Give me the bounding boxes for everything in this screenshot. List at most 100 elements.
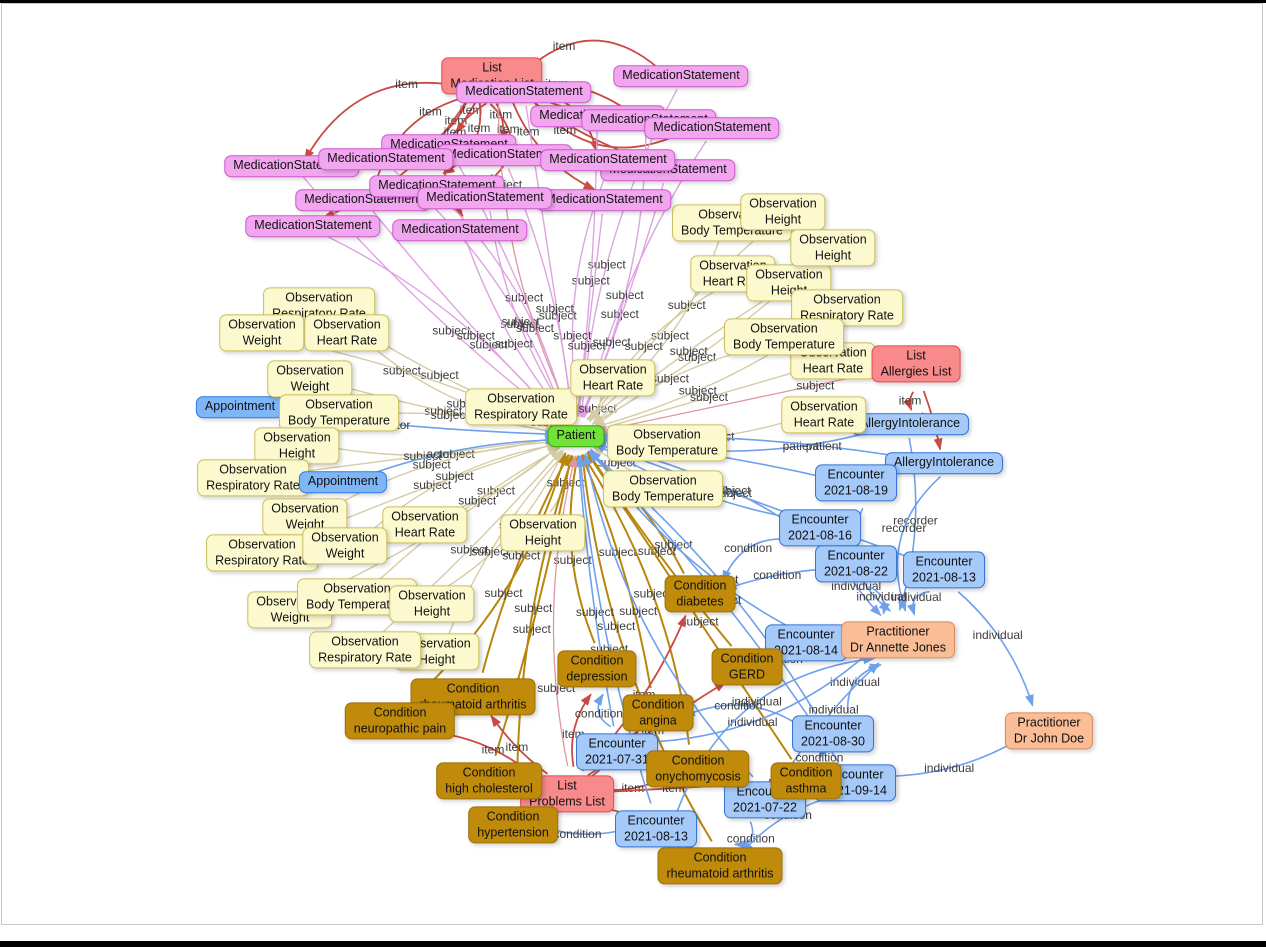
node-c7-condition[interactable]: Condition high cholesterol: [436, 762, 542, 800]
node-o20-observation[interactable]: Observation Body Temperature: [607, 424, 727, 462]
node-m12-medication[interactable]: MedicationStatement: [417, 187, 553, 209]
edge-subject: [574, 454, 615, 727]
edge-item: [571, 693, 592, 767]
node-o10-observation[interactable]: Observation Respiratory Rate: [206, 534, 318, 572]
node-c10-condition[interactable]: Condition asthma: [770, 762, 842, 800]
node-e1-encounter[interactable]: Encounter 2021-08-19: [815, 464, 897, 502]
node-c4-condition[interactable]: Condition angina: [622, 694, 694, 732]
node-c9-condition[interactable]: Condition onychomycosis: [646, 750, 750, 788]
edge-label: individual: [809, 703, 859, 717]
node-e3-encounter[interactable]: Encounter 2021-08-22: [815, 545, 897, 583]
edge-label: item: [621, 781, 644, 795]
node-e7-encounter[interactable]: Encounter 2021-07-31: [576, 733, 658, 771]
node-o4-observation[interactable]: Observation Weight: [267, 360, 353, 398]
node-e4-encounter[interactable]: Encounter 2021-08-13: [903, 551, 985, 589]
edge-label: subject: [421, 368, 460, 382]
node-o24-observation[interactable]: Observation Height: [790, 229, 876, 267]
edge-label: subject: [469, 338, 508, 352]
edge-label: recorder: [893, 513, 938, 527]
edge-label: item: [419, 105, 442, 119]
node-o2-observation[interactable]: Observation Weight: [219, 314, 305, 352]
edge-label: subject: [690, 390, 729, 404]
node-o19-observation[interactable]: Observation Heart Rate: [570, 359, 656, 397]
node-m11-medication[interactable]: MedicationStatement: [437, 144, 573, 166]
edge-subject: [481, 453, 570, 674]
node-c3-condition[interactable]: Condition depression: [557, 650, 637, 688]
edge-label: subject: [413, 457, 452, 471]
node-o14-observation[interactable]: Observation Height: [389, 585, 475, 623]
edge-label: condition: [724, 541, 772, 555]
edge-label: condition: [714, 698, 762, 712]
node-m4-medication[interactable]: MedicationStatement: [644, 117, 780, 139]
node-o18-observation[interactable]: Observation Respiratory Rate: [465, 388, 577, 426]
node-m14-medication[interactable]: MedicationStatement: [245, 215, 381, 237]
node-c2-condition[interactable]: Condition GERD: [711, 648, 783, 686]
node-pt-patient[interactable]: Patient: [547, 425, 605, 447]
node-e8-encounter[interactable]: Encounter 2021-07-22: [724, 781, 806, 819]
node-m13-medication[interactable]: MedicationStatement: [536, 189, 672, 211]
node-o28-observation[interactable]: Observation Body Temperature: [724, 318, 844, 356]
edge-label: item: [395, 77, 418, 91]
edge-subject: [494, 454, 574, 757]
node-ai2-allergy[interactable]: AllergyIntolerance: [884, 452, 1004, 474]
edge-label: subject: [568, 338, 607, 352]
edge-individual: [906, 590, 930, 616]
edge-label: subject: [513, 622, 552, 636]
edge-label: subject: [458, 493, 497, 507]
edge-label: subject: [655, 538, 694, 552]
node-o9-observation[interactable]: Observation Heart Rate: [382, 506, 468, 544]
node-o21-observation[interactable]: Observation Body Temperature: [603, 470, 723, 508]
node-e2-encounter[interactable]: Encounter 2021-08-16: [779, 509, 861, 547]
node-m2-medication[interactable]: MedicationStatement: [456, 81, 592, 103]
node-a2-appointment[interactable]: Appointment: [298, 471, 388, 493]
edge-label: subject: [436, 469, 475, 483]
node-o11-observation[interactable]: Observation Weight: [302, 527, 388, 565]
edge-subject: [274, 435, 558, 476]
node-o23-observation[interactable]: Observation Height: [740, 193, 826, 231]
edge-label: subject: [539, 308, 578, 322]
node-e10-encounter[interactable]: Encounter 2021-08-13: [615, 810, 697, 848]
edge-label: subject: [553, 329, 592, 343]
node-p1-practitioner[interactable]: Practitioner Dr Annette Jones: [841, 621, 955, 659]
node-ai1-allergy[interactable]: AllergyIntolerance: [850, 413, 970, 435]
edge-label: condition: [553, 827, 601, 841]
node-o30-observation[interactable]: Observation Heart Rate: [781, 396, 867, 434]
node-c1-condition[interactable]: Condition diabetes: [664, 575, 736, 613]
edge-label: individual: [830, 675, 880, 689]
node-m15-medication[interactable]: MedicationStatement: [392, 219, 528, 241]
edge-subject: [325, 437, 558, 512]
edge-label: subject: [681, 614, 720, 628]
node-m1-medication[interactable]: MedicationStatement: [613, 65, 749, 87]
edge-label: subject: [638, 544, 677, 558]
edge-item: [303, 81, 467, 162]
edge-label: subject: [404, 449, 443, 463]
edge-label: item: [482, 742, 505, 756]
node-o5-observation[interactable]: Observation Body Temperature: [279, 394, 399, 432]
node-c6-condition[interactable]: Condition neuropathic pain: [344, 702, 456, 740]
edge-label: condition: [575, 706, 623, 720]
edge-recorder: [896, 475, 942, 612]
node-o6-observation[interactable]: Observation Height: [254, 427, 340, 465]
edge-label: recorder: [882, 521, 927, 535]
edge-subject: [412, 452, 567, 700]
node-m9-medication[interactable]: MedicationStatement: [540, 149, 676, 171]
node-c11-condition[interactable]: Condition rheumatoid arthritis: [657, 847, 783, 885]
node-l2-list[interactable]: List Allergies List: [871, 345, 961, 383]
edge-label: subject: [599, 545, 638, 559]
node-o7-observation[interactable]: Observation Respiratory Rate: [197, 459, 309, 497]
node-p2-practitioner[interactable]: Practitioner Dr John Doe: [1004, 712, 1094, 750]
edge-individual: [868, 586, 891, 615]
node-e6-encounter[interactable]: Encounter 2021-08-30: [792, 715, 874, 753]
edge-label: subject: [432, 323, 471, 337]
edge-label: subject: [431, 408, 470, 422]
node-m6-medication[interactable]: MedicationStatement: [318, 148, 454, 170]
node-c8-condition[interactable]: Condition hypertension: [468, 806, 558, 844]
node-o15-observation[interactable]: Observation Respiratory Rate: [309, 631, 421, 669]
node-o3-observation[interactable]: Observation Heart Rate: [304, 314, 390, 352]
edge-label: subject: [485, 586, 524, 600]
edge-label: subject: [514, 601, 553, 615]
edge-label: subject: [606, 288, 645, 302]
node-a1-appointment[interactable]: Appointment: [195, 396, 285, 418]
node-o17-observation[interactable]: Observation Height: [500, 514, 586, 552]
